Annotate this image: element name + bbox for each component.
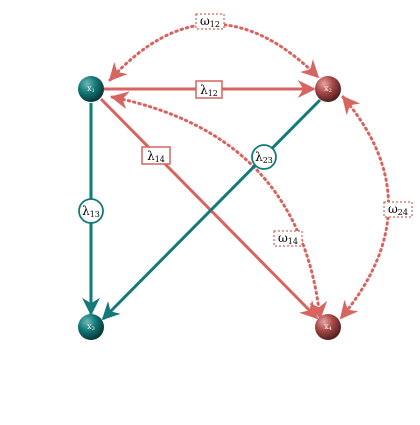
label-lambda14: λ14	[141, 146, 171, 165]
edge-omega24-arc	[339, 95, 390, 320]
svg-text:λ23: λ23	[255, 150, 273, 165]
svg-text:λ14: λ14	[147, 149, 165, 164]
svg-text:ω12: ω12	[200, 14, 220, 29]
svg-text:x3: x3	[87, 322, 95, 332]
edge-omega12-arc	[108, 22, 320, 82]
label-lambda12: λ12	[195, 80, 223, 99]
label-omega24: ω24	[383, 201, 413, 218]
node-x2: x2	[315, 76, 341, 102]
edge-omega14-arc	[110, 91, 328, 320]
label-omega14: ω14	[273, 230, 303, 247]
label-lambda23: λ23	[251, 144, 277, 170]
svg-text:x1: x1	[87, 84, 95, 94]
svg-text:x2: x2	[324, 84, 332, 94]
svg-text:λ12: λ12	[200, 83, 218, 98]
svg-text:x4: x4	[324, 322, 332, 332]
node-x4: x4	[315, 314, 341, 340]
label-lambda13: λ13	[78, 198, 104, 224]
node-x3: x3	[78, 314, 104, 340]
svg-text:λ13: λ13	[82, 204, 100, 219]
node-x1: x1	[78, 76, 104, 102]
svg-text:ω14: ω14	[278, 231, 298, 246]
label-omega12: ω12	[195, 13, 225, 30]
edge-lambda23-line	[101, 98, 322, 321]
svg-text:ω24: ω24	[388, 202, 408, 217]
edge-lambda14-line	[99, 97, 319, 320]
